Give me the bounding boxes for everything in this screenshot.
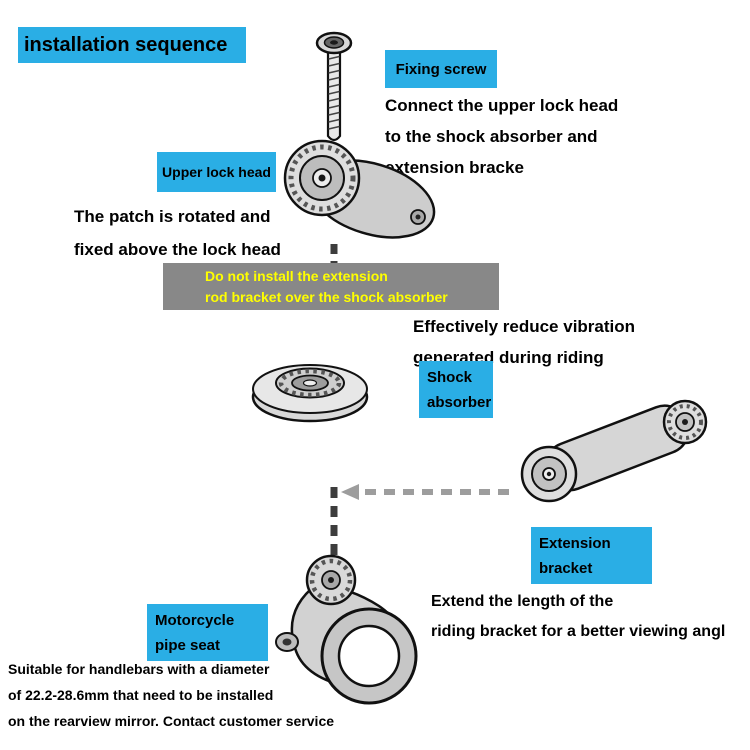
text-line: riding bracket for a better viewing angl — [431, 623, 726, 640]
extension-bracket-description: Extend the length of the riding bracket … — [431, 587, 725, 647]
text-line: to the shock absorber and — [385, 127, 598, 146]
upper-lock-head-description: The patch is rotated and fixed above the… — [74, 200, 281, 266]
text-line: on the rearview mirror. Contact customer… — [8, 713, 335, 729]
shock-absorber-label-line: Shock — [427, 368, 473, 386]
text-line: The patch is rotated and — [74, 207, 271, 226]
text-line: Effectively reduce vibration — [413, 317, 636, 336]
dashed-arrow-left — [341, 484, 509, 500]
motorcycle-pipe-seat-illustration — [275, 554, 418, 705]
shock-absorber-illustration — [251, 364, 369, 423]
shock-absorber-label: Shock absorber — [419, 361, 493, 418]
warning-line: rod bracket over the shock absorber — [205, 288, 448, 305]
fixing-screw-illustration — [315, 31, 353, 142]
dashed-connector-bottom — [330, 487, 338, 559]
extension-bracket-label-line: bracket — [539, 559, 593, 577]
handlebar-note: Suitable for handlebars with a diameter … — [8, 656, 334, 734]
upper-lock-head-label-text: Upper lock head — [162, 164, 271, 180]
page-title-text: installation sequence — [24, 33, 228, 56]
extension-bracket-label: Extension bracket — [531, 527, 652, 584]
warning-banner: Do not install the extension rod bracket… — [163, 263, 499, 310]
pipe-seat-label: Motorcycle pipe seat — [147, 604, 268, 661]
shock-absorber-label-line: absorber — [427, 393, 492, 411]
fixing-screw-description: Connect the upper lock head to the shock… — [385, 90, 618, 183]
text-line: Extend the length of the — [431, 593, 614, 610]
text-line: Suitable for handlebars with a diameter — [8, 661, 270, 677]
text-line: Connect the upper lock head — [385, 96, 619, 115]
pipe-seat-label-line: Motorcycle — [155, 611, 235, 629]
text-line: of 22.2-28.6mm that need to be installed — [8, 687, 274, 703]
fixing-screw-label-text: Fixing screw — [395, 60, 487, 78]
warning-line: Do not install the extension — [205, 267, 388, 284]
upper-lock-head-label: Upper lock head — [157, 152, 276, 192]
upper-lock-head-illustration — [283, 139, 436, 239]
extension-bracket-illustration — [520, 399, 708, 503]
page-title: installation sequence — [18, 27, 246, 63]
extension-bracket-label-line: Extension — [539, 534, 611, 552]
pipe-seat-label-line: pipe seat — [155, 636, 221, 654]
text-line: extension bracke — [385, 158, 524, 177]
text-line: fixed above the lock head — [74, 240, 281, 259]
fixing-screw-label: Fixing screw — [385, 50, 497, 88]
